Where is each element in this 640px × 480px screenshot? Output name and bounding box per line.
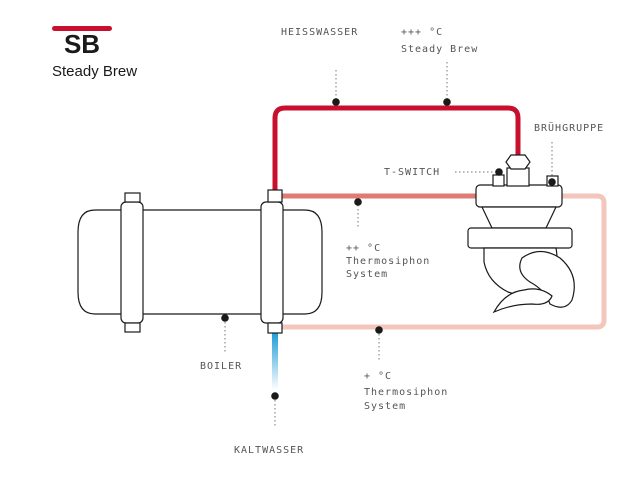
dot-t-switch [495, 168, 503, 176]
dot-bruehgruppe [548, 178, 556, 186]
hot-water-pipe [272, 105, 521, 197]
boiler [77, 189, 323, 334]
label-temp-mid: ++ °C [346, 243, 382, 254]
sb-logo: SB [52, 26, 112, 54]
label-t-switch: T-SWITCH [384, 167, 441, 178]
label-temp-low: + °C [364, 371, 393, 382]
label-thermo-low-2: System [364, 401, 407, 412]
callout-dots [221, 98, 556, 400]
label-thermo-mid-1: Thermosiphon [346, 256, 431, 267]
brand-name: Steady Brew [52, 63, 138, 80]
label-boiler: BOILER [200, 361, 243, 372]
logo-text: SB [64, 29, 100, 54]
low-thermosiphon-pipe [276, 193, 607, 330]
label-bruehgruppe: BRÜHGRUPPE [534, 123, 605, 134]
dot-kaltwasser [271, 392, 279, 400]
dot-low-thermosiphon [375, 326, 383, 334]
label-steady-brew: Steady Brew [401, 44, 479, 55]
dot-steady-brew [443, 98, 451, 106]
dot-mid-thermosiphon [354, 198, 362, 206]
dot-heisswasser [332, 98, 340, 106]
label-thermo-mid-2: System [346, 269, 389, 280]
label-kaltwasser: KALTWASSER [234, 445, 305, 456]
logo-red-bar [52, 26, 112, 31]
callouts [224, 62, 553, 428]
brew-group [467, 154, 575, 314]
cold-water-pipe [272, 332, 278, 390]
label-heisswasser: HEISSWASSER [281, 27, 359, 38]
label-thermo-low-1: Thermosiphon [364, 387, 449, 398]
dot-boiler [221, 314, 229, 322]
label-temp-hot: +++ °C [401, 27, 444, 38]
